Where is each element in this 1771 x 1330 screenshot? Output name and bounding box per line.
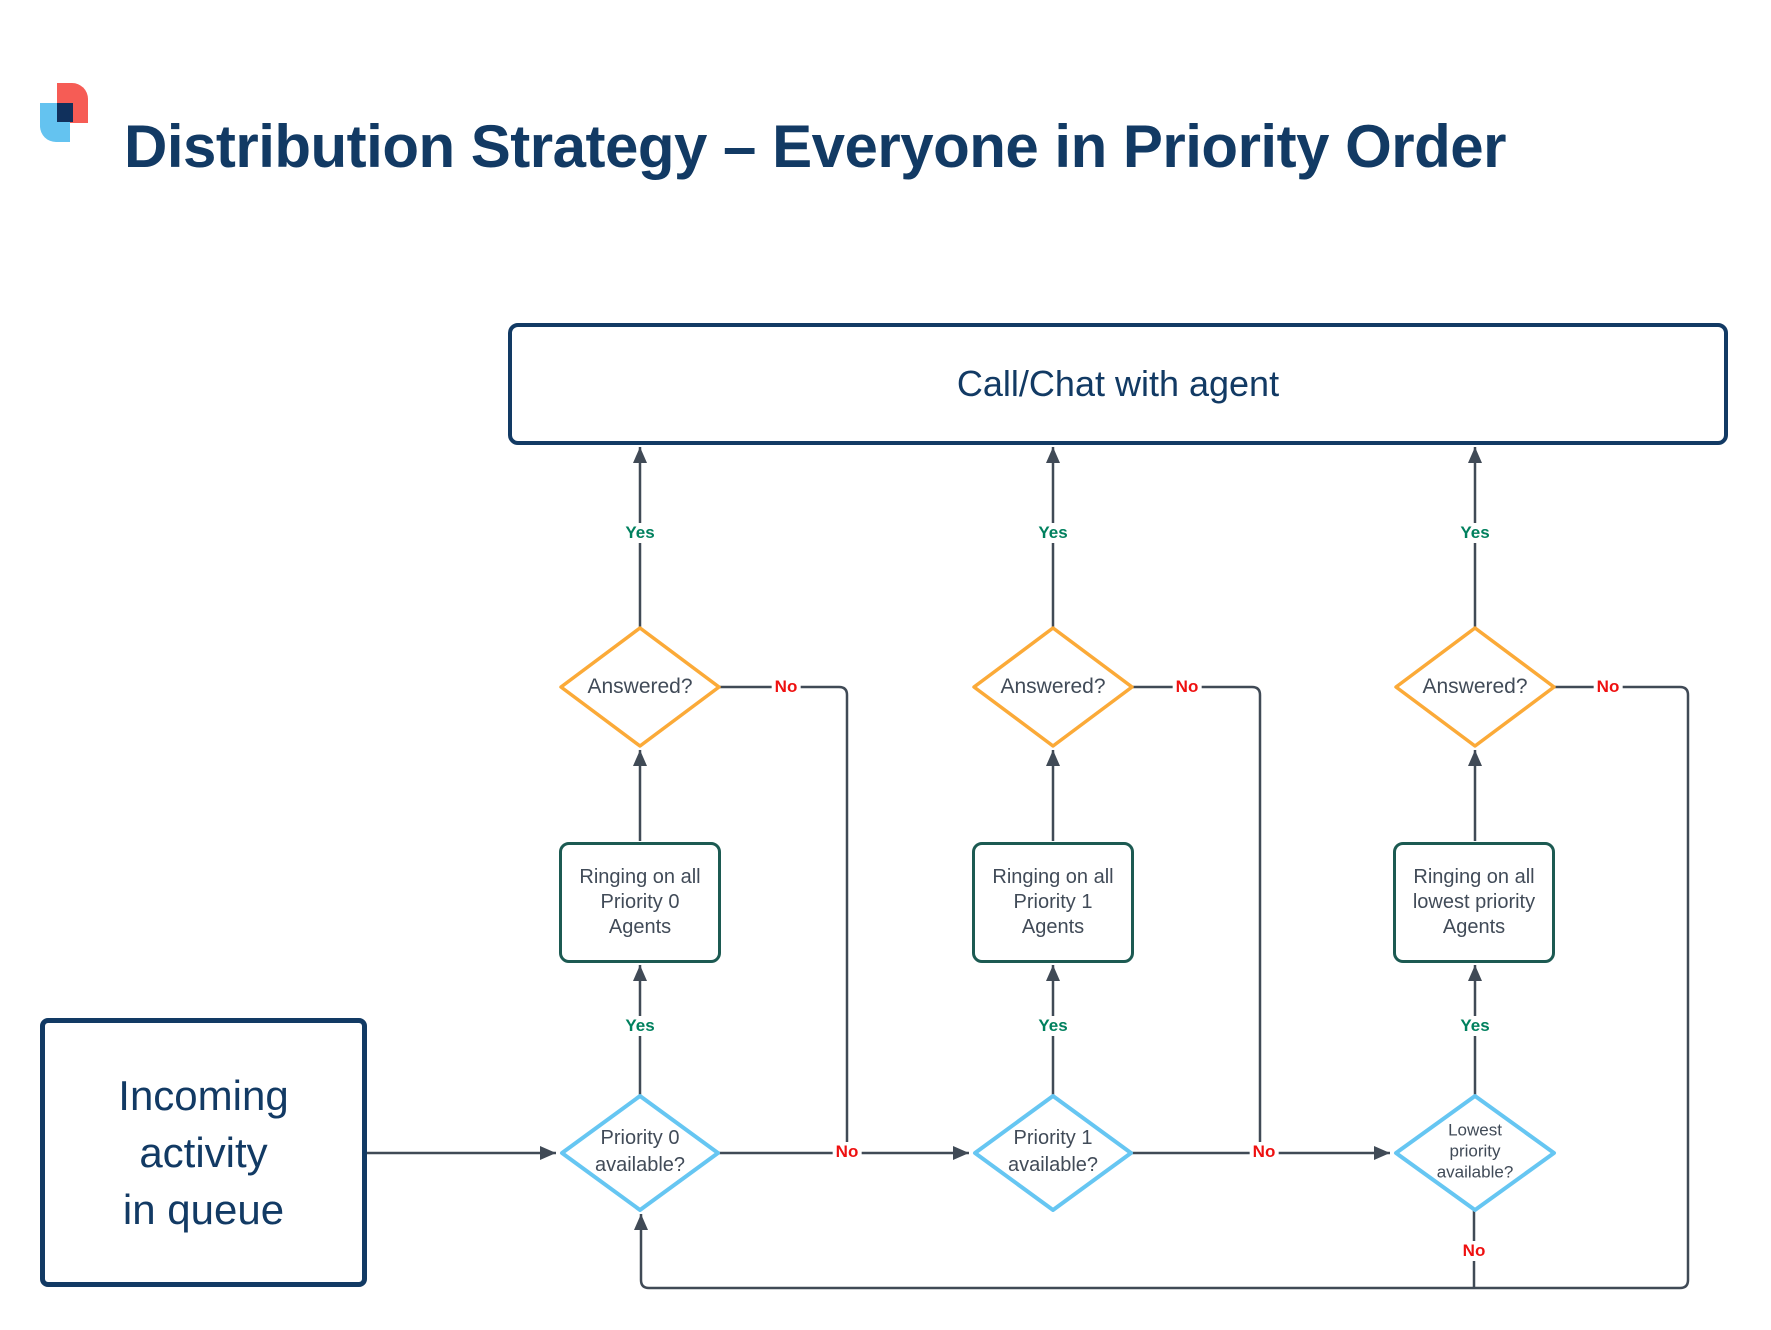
diamond-answered-2 (972, 626, 1134, 748)
node-ringing-priority0: Ringing on all Priority 0 Agents (559, 842, 721, 963)
page-title: Distribution Strategy – Everyone in Prio… (124, 113, 1507, 180)
diamond-answered-2-label: Answered? (1000, 675, 1106, 698)
edge-label-no-available1: No (832, 1142, 862, 1162)
brand-logo-icon (40, 83, 90, 143)
diamond-available-3 (1394, 1094, 1556, 1212)
edge-label-no-available3: No (1459, 1241, 1489, 1261)
diamond-available-3-label: Lowest priority available? (1436, 1120, 1514, 1182)
diamond-available-2-label: Priority 1 available? (1007, 1127, 1099, 1176)
edge-label-no-answered3: No (1593, 677, 1623, 697)
node-incoming-activity: Incoming activity in queue (40, 1018, 367, 1287)
node-ringing-priority1-label: Ringing on all Priority 1 Agents (992, 866, 1114, 938)
diamond-available-1 (560, 1094, 720, 1212)
diamond-answered-1-label: Answered? (587, 675, 693, 698)
edge-answered3-no-feedback-loop (634, 685, 1690, 1290)
edge-label-yes-answered2: Yes (1035, 523, 1071, 543)
node-ringing-lowest-priority-label: Ringing on all lowest priority Agents (1412, 866, 1536, 938)
diamond-available-1-label: Priority 0 available? (594, 1127, 686, 1176)
edge-label-no-answered2: No (1172, 677, 1202, 697)
logo-square-navy (57, 103, 73, 122)
node-call-chat: Call/Chat with agent (508, 323, 1728, 445)
edge-label-yes-available2: Yes (1035, 1016, 1071, 1036)
edge-label-yes-available3: Yes (1457, 1016, 1493, 1036)
node-ringing-priority0-label: Ringing on all Priority 0 Agents (579, 866, 701, 938)
diamond-answered-3 (1394, 626, 1556, 748)
edge-label-no-available2: No (1249, 1142, 1279, 1162)
diamond-available-2 (973, 1094, 1133, 1212)
node-incoming-activity-label: Incoming activity in queue (118, 1072, 289, 1233)
node-ringing-priority1: Ringing on all Priority 1 Agents (972, 842, 1134, 963)
edge-label-yes-available1: Yes (622, 1016, 658, 1036)
edge-answered1-no-drop (718, 685, 849, 1152)
edge-label-yes-answered3: Yes (1457, 523, 1493, 543)
node-call-chat-label: Call/Chat with agent (956, 363, 1280, 404)
edge-answered2-no-drop (1133, 685, 1262, 1152)
node-ringing-lowest-priority: Ringing on all lowest priority Agents (1393, 842, 1555, 963)
edge-label-yes-answered1: Yes (622, 523, 658, 543)
diamond-answered-1 (559, 626, 721, 748)
edge-label-no-answered1: No (771, 677, 801, 697)
diamond-answered-3-label: Answered? (1422, 675, 1528, 698)
